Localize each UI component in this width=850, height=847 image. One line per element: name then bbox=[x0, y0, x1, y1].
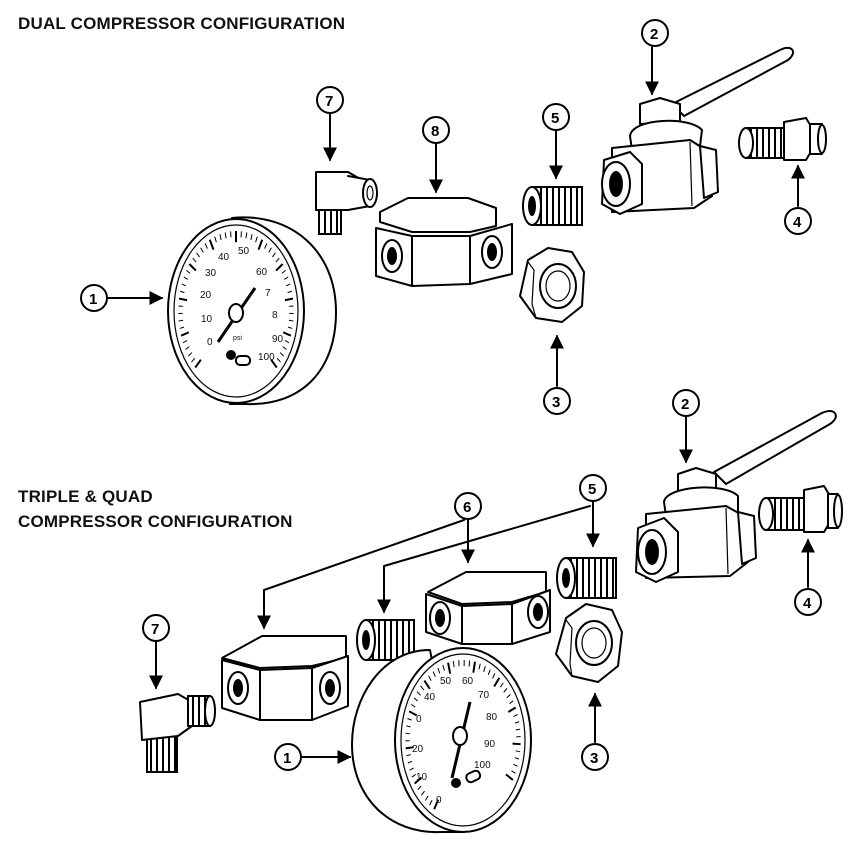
gauge-top-label: 90 bbox=[272, 334, 284, 345]
triple-config-title-line2: COMPRESSOR CONFIGURATION bbox=[18, 512, 293, 531]
gauge-bottom-label: 90 bbox=[484, 739, 496, 750]
svg-text:5: 5 bbox=[588, 481, 596, 498]
svg-text:5: 5 bbox=[551, 110, 559, 127]
callout-5-triple: 5 bbox=[377, 474, 607, 614]
callout-6-triple: 6 bbox=[257, 492, 482, 630]
gauge-bottom-label: 70 bbox=[478, 690, 490, 701]
svg-text:4: 4 bbox=[803, 595, 812, 612]
gauge-top-label: 30 bbox=[205, 268, 217, 279]
gauge-top-label: 20 bbox=[200, 290, 212, 301]
hex-nut-bottom bbox=[555, 603, 623, 683]
svg-text:8: 8 bbox=[431, 123, 439, 140]
callout-1-dual: 1 bbox=[80, 284, 164, 312]
gauge-top-label: 40 bbox=[218, 252, 230, 263]
gauge-bottom-label: 100 bbox=[474, 760, 491, 771]
gauge-top-label: 8 bbox=[272, 310, 278, 321]
ball-valve-bottom bbox=[635, 410, 837, 583]
gauge-bottom-label: 80 bbox=[486, 712, 498, 723]
svg-text:7: 7 bbox=[151, 621, 159, 638]
threaded-nipple-top bbox=[522, 186, 583, 226]
gauge-top-label: 10 bbox=[201, 314, 213, 325]
callout-8-dual: 8 bbox=[422, 116, 450, 194]
callout-2-dual: 2 bbox=[641, 19, 669, 96]
gauge-bottom-label: 40 bbox=[424, 692, 436, 703]
gauge-bottom-label: 0 bbox=[416, 714, 422, 725]
svg-text:6: 6 bbox=[463, 499, 471, 516]
dual-config-title: DUAL COMPRESSOR CONFIGURATION bbox=[18, 14, 345, 33]
svg-text:3: 3 bbox=[552, 394, 560, 411]
cross-fitting bbox=[375, 197, 513, 287]
gauge-top-label: 60 bbox=[256, 267, 268, 278]
gauge-top-unit: psi bbox=[233, 335, 242, 342]
callout-2-triple: 2 bbox=[672, 389, 700, 464]
svg-text:3: 3 bbox=[590, 750, 598, 767]
callout-4-triple: 4 bbox=[794, 538, 822, 616]
male-connector-bottom bbox=[758, 485, 843, 533]
gauge-bottom-label: 60 bbox=[462, 676, 474, 687]
gauge-bottom-label: 10 bbox=[416, 772, 428, 783]
ball-valve-top bbox=[601, 46, 795, 215]
threaded-nipple-bottom bbox=[556, 557, 617, 599]
svg-text:2: 2 bbox=[650, 26, 658, 43]
gauge-bottom-label: 0 bbox=[436, 795, 442, 806]
callout-4-dual: 4 bbox=[784, 164, 812, 235]
tee-fitting-right bbox=[425, 571, 551, 645]
svg-text:1: 1 bbox=[89, 291, 97, 308]
callout-7-dual: 7 bbox=[316, 86, 344, 162]
svg-text:7: 7 bbox=[325, 93, 333, 110]
callout-1-triple: 1 bbox=[274, 743, 352, 771]
callout-3-triple: 3 bbox=[581, 692, 609, 771]
gauge-top-label: 50 bbox=[238, 246, 250, 257]
callout-7-triple: 7 bbox=[142, 614, 170, 690]
svg-text:4: 4 bbox=[793, 214, 802, 231]
gauge-bottom-label: 50 bbox=[440, 676, 452, 687]
gauge-top-label: 0 bbox=[207, 337, 213, 348]
gauge-top-label: 100 bbox=[258, 352, 275, 363]
callout-3-dual: 3 bbox=[543, 334, 571, 415]
elbow-fitting-bottom bbox=[139, 693, 216, 773]
elbow-fitting-top bbox=[315, 171, 378, 235]
tee-fitting-left bbox=[221, 635, 349, 721]
hex-nut-top bbox=[519, 247, 585, 323]
pressure-gauge-bottom: 0 10 20 0 40 50 60 70 80 90 100 bbox=[351, 647, 532, 834]
triple-config-title-line1: TRIPLE & QUAD bbox=[18, 487, 153, 506]
gauge-top-label: 7 bbox=[265, 288, 271, 299]
male-connector-top bbox=[738, 117, 827, 161]
svg-text:2: 2 bbox=[681, 396, 689, 413]
callout-5-dual: 5 bbox=[542, 103, 570, 180]
gauge-bottom-label: 20 bbox=[412, 744, 424, 755]
svg-text:1: 1 bbox=[283, 750, 291, 767]
pressure-gauge-top: 0 10 20 30 40 50 60 7 8 90 100 psi bbox=[167, 216, 337, 406]
